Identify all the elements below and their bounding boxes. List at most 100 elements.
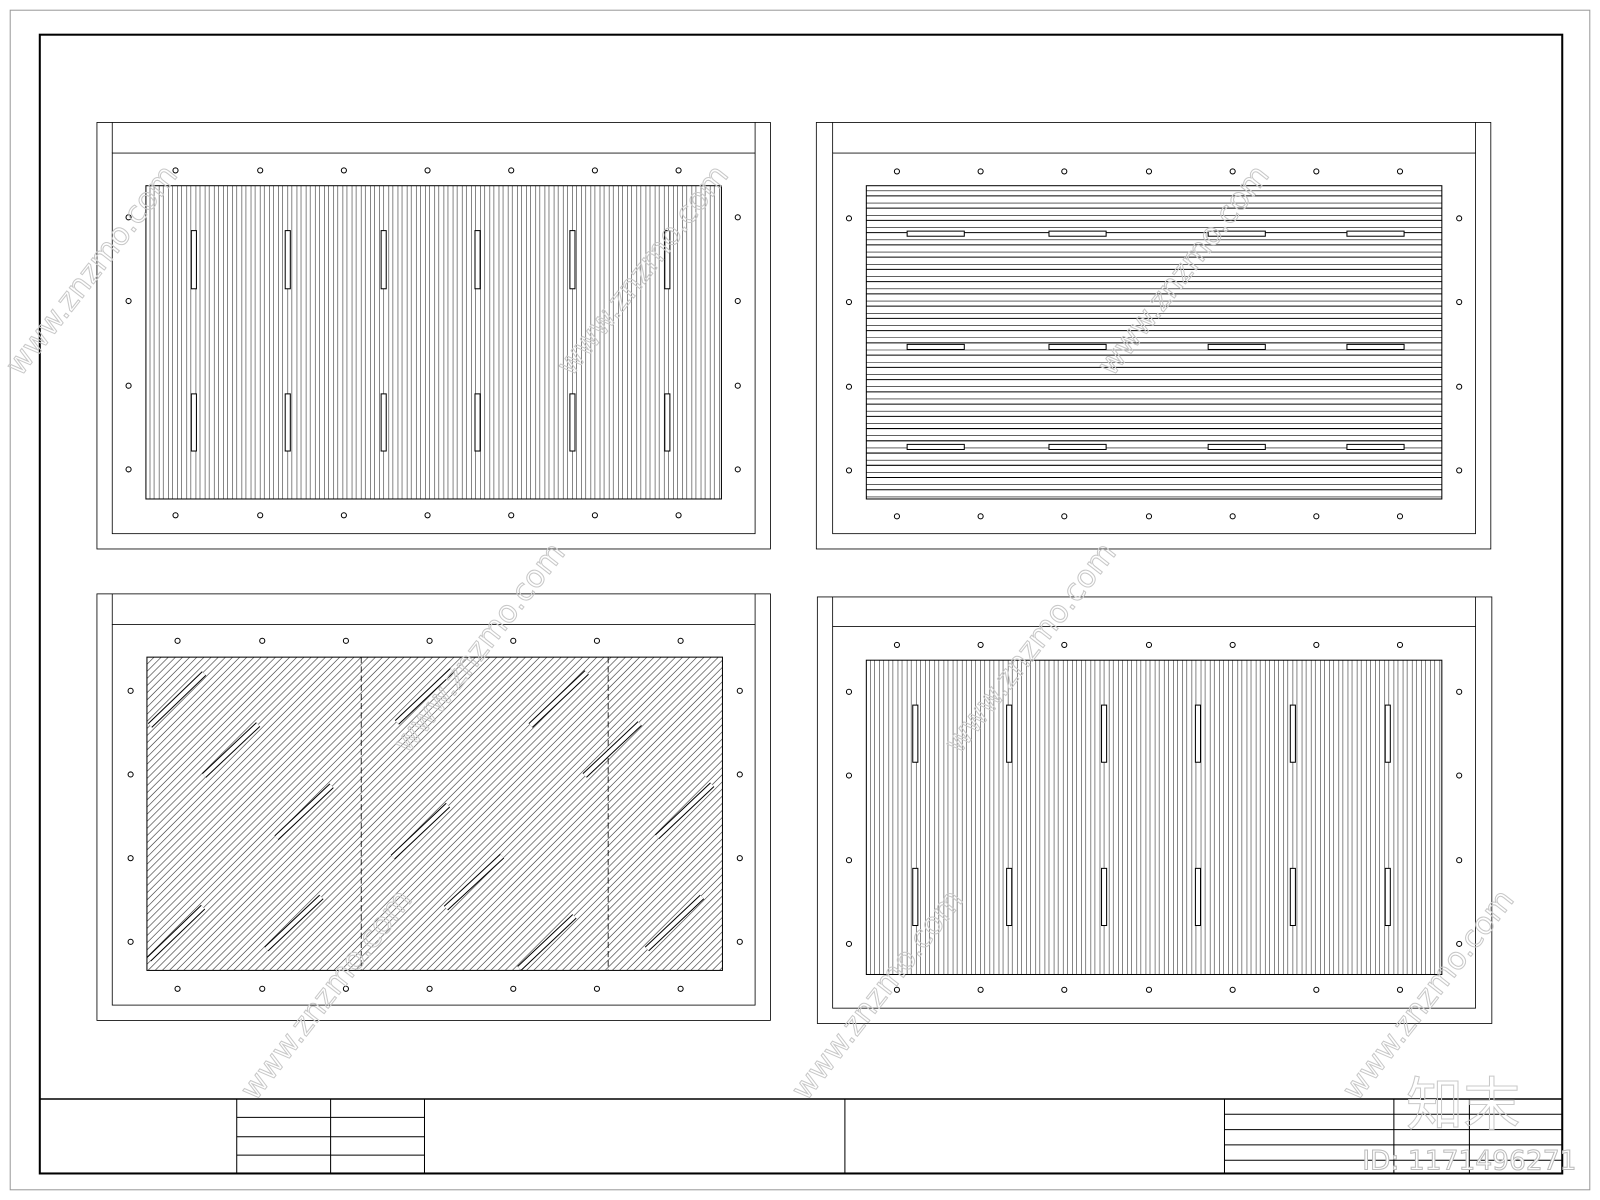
hanger-point-icon (1456, 857, 1463, 864)
strip-line (146, 657, 412, 922)
strip-line (146, 657, 405, 915)
light-slot (284, 393, 291, 452)
hanger-point-icon (1229, 986, 1236, 993)
light-slot (1346, 230, 1405, 237)
hanger-point-icon (734, 466, 741, 473)
hanger-point-icon (172, 167, 179, 174)
light-slot (190, 393, 197, 452)
hanger-point-icon (1456, 940, 1463, 947)
panel-inner-frame (832, 626, 1476, 1009)
strip-line (490, 738, 723, 971)
strip-line (319, 657, 633, 971)
hanger-point-icon (845, 857, 853, 864)
panel-outer-frame (96, 593, 771, 1021)
hanger-point-icon (1145, 513, 1153, 520)
strip-line (397, 657, 712, 971)
strip-line (146, 657, 212, 722)
strip-line (240, 657, 555, 971)
light-slot (284, 230, 291, 290)
strip-line (433, 681, 723, 971)
light-slot (1346, 443, 1405, 450)
hanger-point-icon (1229, 168, 1236, 175)
light-slot (912, 867, 919, 927)
strip-line (619, 866, 723, 971)
strip-line (604, 852, 723, 971)
strip-line (146, 657, 269, 780)
strip-pattern (870, 660, 1441, 975)
strip-line (547, 795, 723, 971)
light-slot (474, 230, 481, 290)
strip-area-border (865, 659, 1443, 975)
hanger-point-icon (174, 985, 181, 992)
strip-line (469, 716, 723, 971)
title-block (39, 1098, 1563, 1174)
hanger-point-icon (845, 298, 853, 306)
hanger-point-icon (424, 167, 431, 174)
strip-line (146, 657, 176, 687)
hanger-point-icon (1313, 168, 1320, 175)
strip-line (504, 752, 723, 971)
light-slot-fill (148, 671, 206, 727)
strip-line (146, 657, 226, 737)
hanger-point-icon (1061, 986, 1068, 993)
hanger-point-icon (591, 167, 598, 174)
strip-line (383, 657, 698, 971)
strip-line (633, 881, 723, 971)
strip-line (297, 657, 612, 971)
strip-line (146, 657, 241, 751)
watermark-site: www.znzmo.com (234, 883, 420, 1107)
strip-line (146, 657, 341, 851)
strip-line (233, 657, 548, 971)
light-slot (906, 343, 965, 350)
hanger-point-icon (845, 215, 853, 222)
hanger-point-icon (977, 168, 984, 175)
hanger-point-icon (127, 855, 134, 862)
hanger-point-icon (257, 512, 264, 519)
strip-line (146, 657, 433, 944)
light-slot (569, 230, 576, 290)
vertical-strip-ceiling-plan-b (816, 596, 1493, 1024)
strip-line (219, 657, 533, 971)
hanger-point-icon (426, 637, 433, 644)
strip-line (146, 657, 398, 908)
light-slot-fill (444, 854, 504, 910)
hanger-point-icon (125, 382, 132, 389)
hanger-point-icon (977, 641, 984, 648)
light-slot (906, 443, 965, 450)
vertical-strip-ceiling-plan-a (96, 122, 771, 550)
hanger-point-icon (845, 688, 853, 695)
strip-line (597, 845, 723, 971)
hanger-point-icon (125, 466, 132, 473)
light-slot-fill (147, 905, 205, 961)
strip-line (647, 895, 723, 971)
hanger-point-icon (1456, 772, 1463, 779)
strip-line (576, 823, 723, 971)
strip-line (533, 781, 723, 971)
strip-line (347, 657, 662, 971)
hanger-point-icon (1396, 641, 1404, 648)
light-slot (1048, 343, 1107, 350)
strip-line (483, 731, 723, 971)
strip-line (197, 657, 512, 971)
strip-line (146, 657, 205, 715)
hanger-point-icon (426, 985, 433, 992)
horizontal-strip-ceiling-plan (815, 122, 1492, 550)
strip-line (146, 657, 155, 665)
hanger-point-icon (127, 771, 134, 778)
strip-line (154, 657, 469, 971)
hanger-point-icon (174, 637, 181, 644)
light-slot (906, 230, 965, 237)
light-slot (1101, 867, 1108, 927)
hanger-point-icon (1145, 986, 1153, 993)
light-slot (1048, 230, 1107, 237)
hanger-point-icon (127, 938, 134, 945)
hanger-point-icon (340, 167, 347, 174)
drawing-frame (38, 33, 1564, 1175)
light-slot-fill (395, 668, 454, 724)
strip-line (590, 838, 723, 971)
strip-line (583, 831, 723, 971)
strip-line (661, 909, 723, 971)
strip-line (404, 657, 719, 971)
hanger-point-icon (508, 512, 515, 519)
hanger-point-icon (259, 985, 266, 992)
